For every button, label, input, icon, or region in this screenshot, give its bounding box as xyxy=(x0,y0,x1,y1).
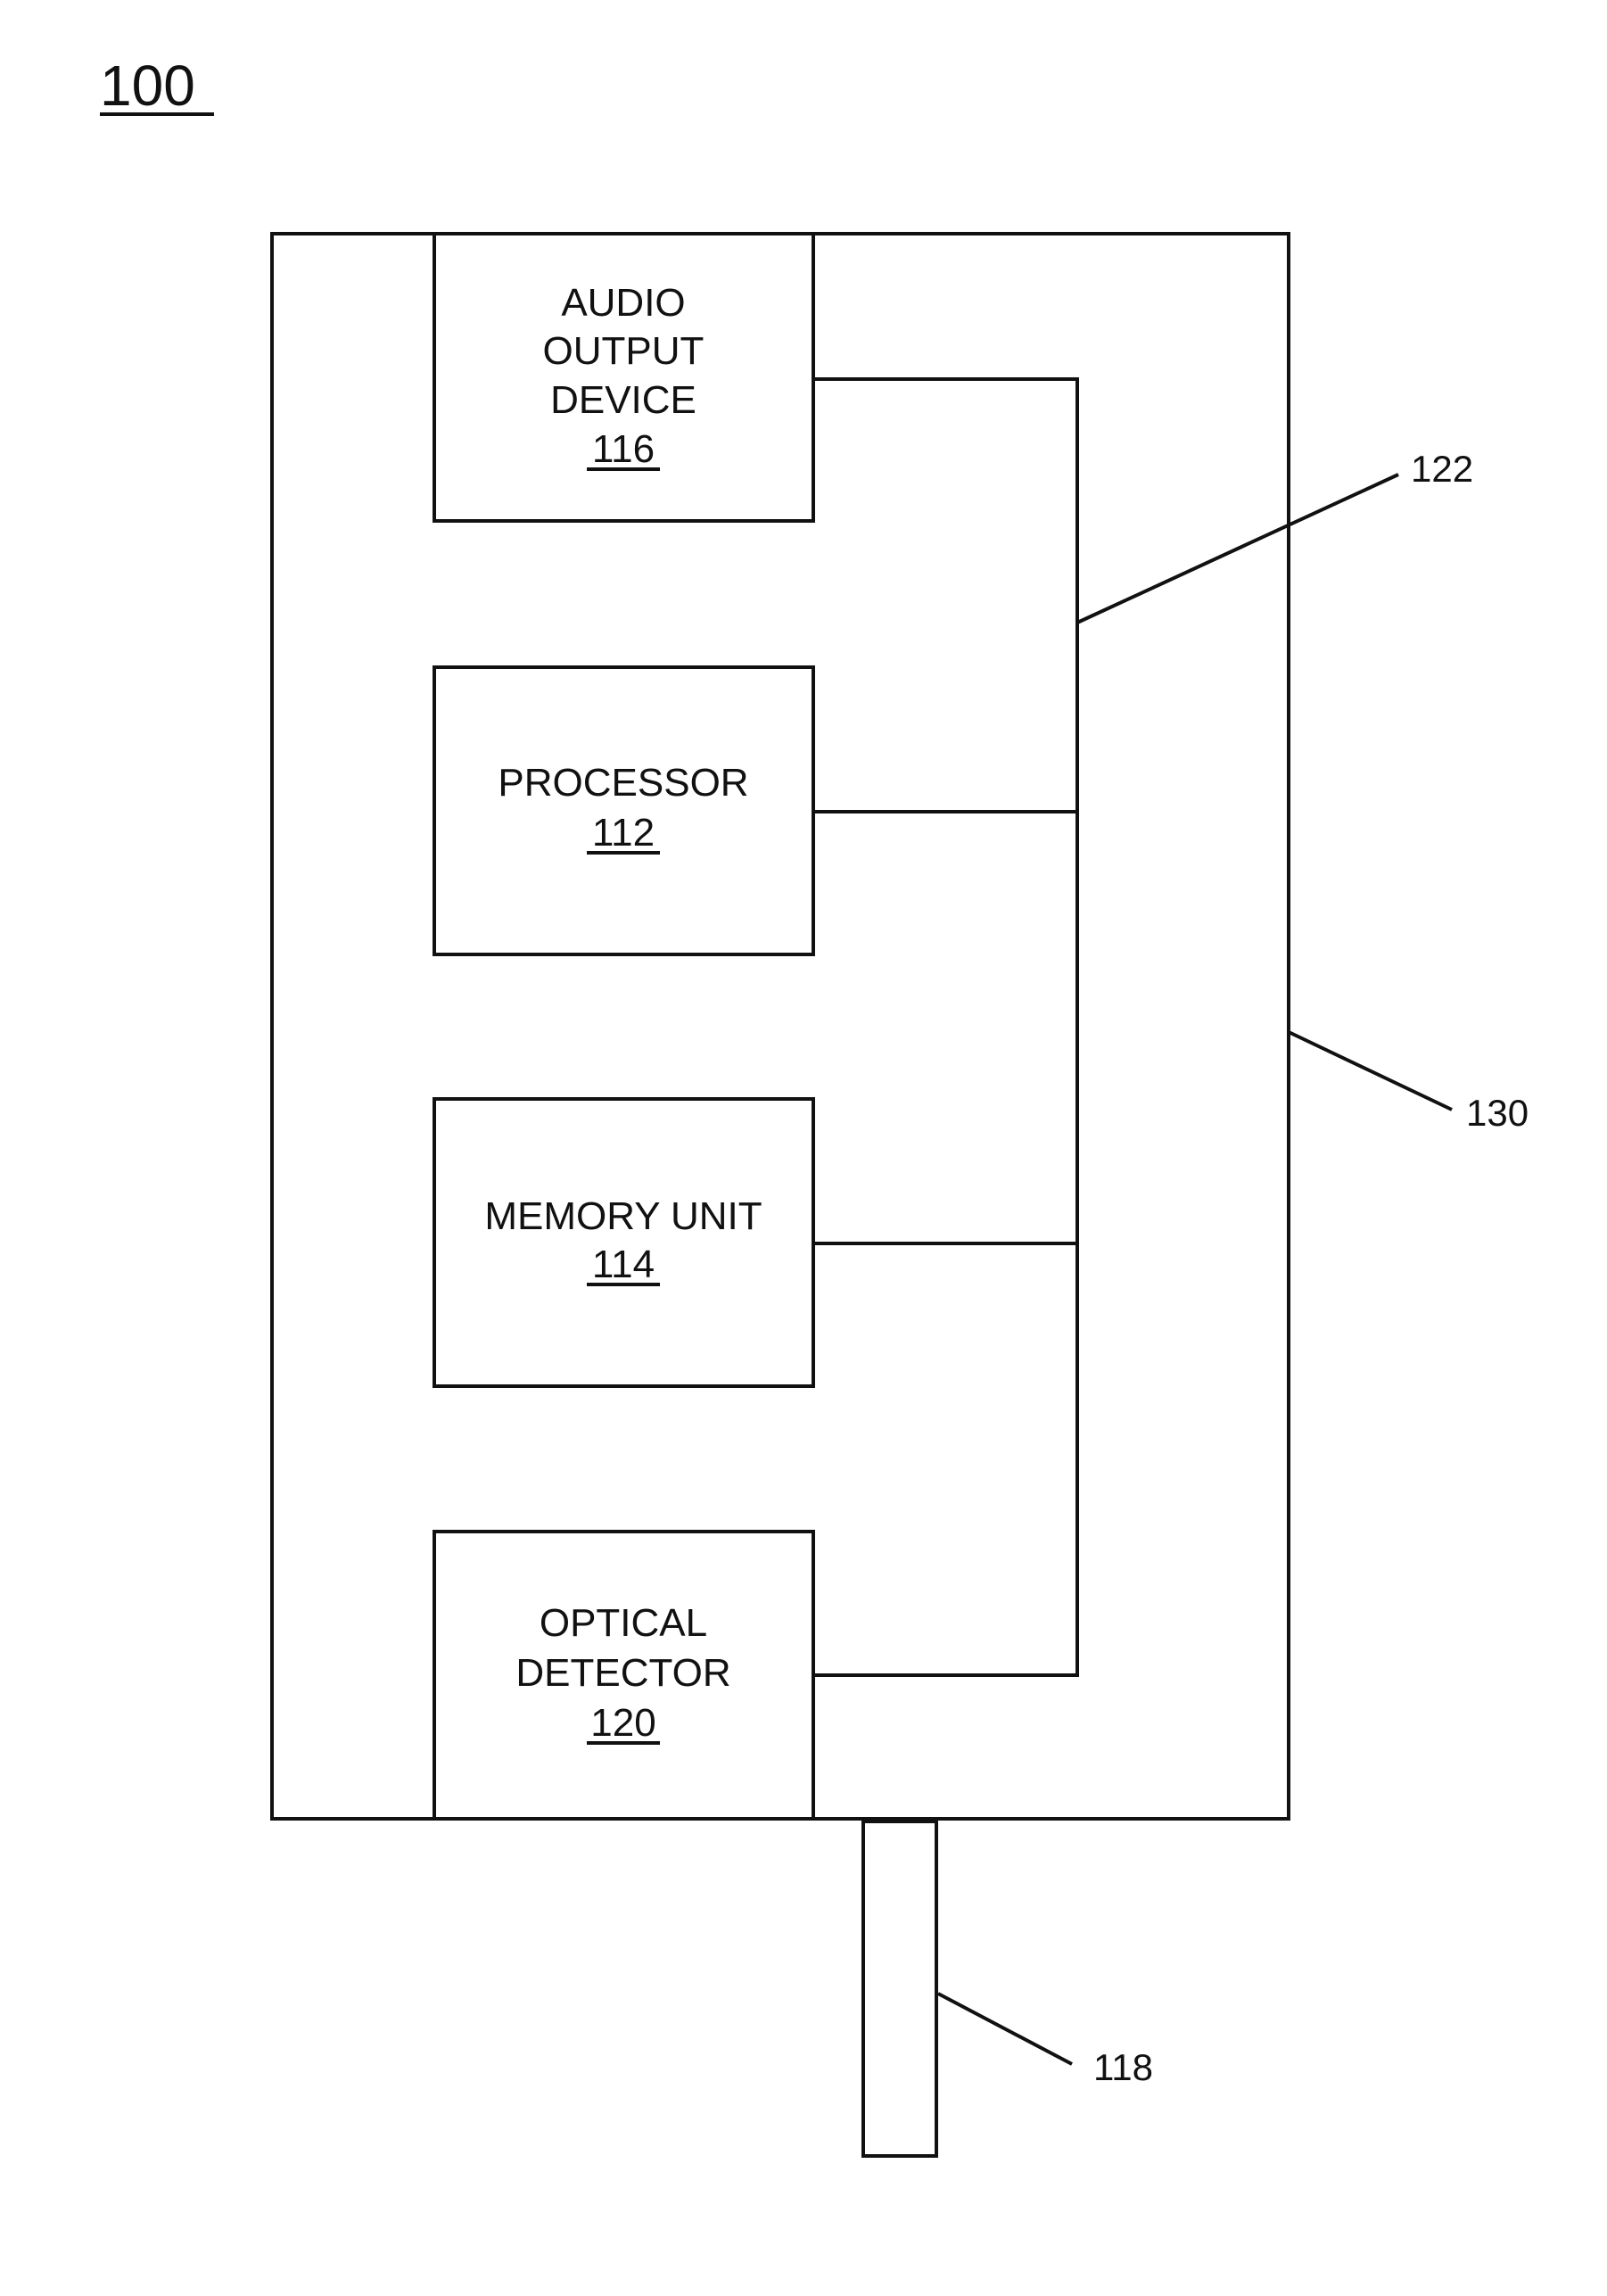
processor-ref: 112 xyxy=(592,811,655,855)
audio-output-device-line-3: DEVICE xyxy=(550,378,696,422)
housing-callout-leader xyxy=(1289,1032,1452,1110)
memory-unit-line-1: MEMORY UNIT xyxy=(484,1194,762,1238)
probe xyxy=(863,1821,936,2156)
audio-output-device-box xyxy=(434,234,813,521)
audio-output-device-block: AUDIO OUTPUT DEVICE 116 xyxy=(434,234,813,521)
optical-detector-line-1: OPTICAL xyxy=(540,1601,707,1645)
processor-line-1: PROCESSOR xyxy=(498,761,748,805)
optical-detector-ref: 120 xyxy=(590,1701,655,1745)
probe-callout-label: 118 xyxy=(1093,2046,1153,2088)
probe-callout-leader xyxy=(938,1994,1072,2064)
audio-output-device-ref: 116 xyxy=(592,427,655,471)
bus-line xyxy=(813,379,1077,1675)
figure-label: 100 xyxy=(100,54,195,118)
audio-output-device-line-1: AUDIO xyxy=(561,281,685,325)
optical-detector-line-2: DETECTOR xyxy=(515,1651,730,1695)
bus-callout-leader xyxy=(1077,475,1398,623)
memory-unit-block: MEMORY UNIT 114 xyxy=(434,1099,813,1386)
processor-block: PROCESSOR 112 xyxy=(434,667,813,954)
bus-callout-label: 122 xyxy=(1411,448,1473,490)
memory-unit-ref: 114 xyxy=(592,1243,655,1286)
audio-output-device-line-2: OUTPUT xyxy=(543,329,705,373)
housing-callout-label: 130 xyxy=(1466,1092,1529,1134)
bus xyxy=(813,379,1077,1675)
optical-detector-block: OPTICAL DETECTOR 120 xyxy=(434,1532,813,1819)
housing-outline xyxy=(272,234,1289,1819)
